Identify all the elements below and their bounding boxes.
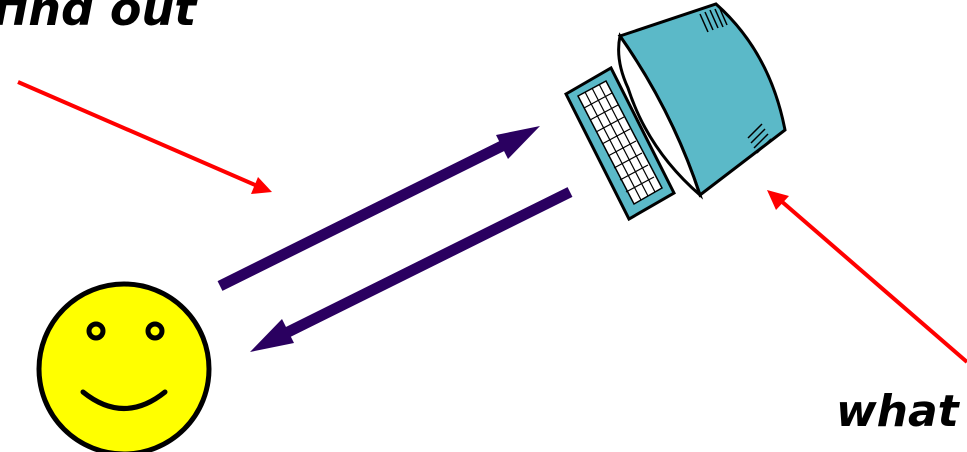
monitor: [617, 2, 787, 200]
keyboard: [564, 65, 676, 222]
label-top-left: find out: [0, 0, 197, 36]
smiley-face-icon: [36, 281, 212, 452]
arrow-from-bottom-label: [767, 190, 967, 364]
arrow-user-to-computer: [217, 126, 540, 291]
arrow-computer-to-user: [250, 187, 573, 352]
computer-terminal-icon: [564, 2, 787, 222]
label-bottom-right: what: [836, 386, 959, 437]
arrow-from-top-label: [17, 80, 272, 194]
